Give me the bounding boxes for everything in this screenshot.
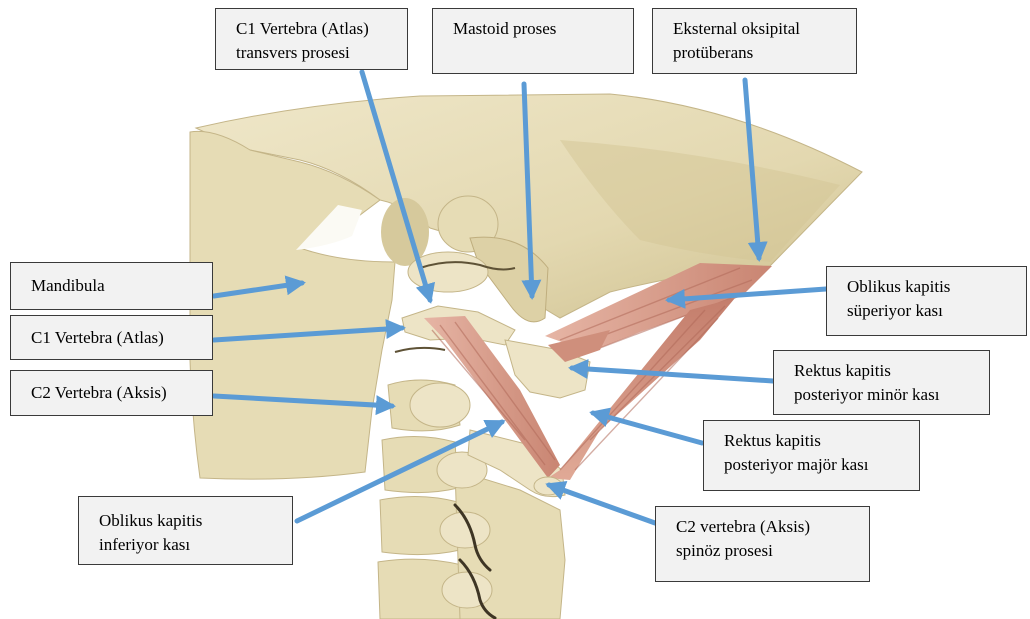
label-c1-vertebra: C1 Vertebra (Atlas): [10, 315, 213, 360]
arrow-c2-spinous-process: [549, 485, 655, 523]
label-c2-spinous-process: C2 vertebra (Aksis) spinöz prosesi: [655, 506, 870, 582]
label-rectus-minor-line2: posteriyor minör kası: [794, 383, 981, 407]
arrow-rectus-major: [593, 413, 702, 443]
axis-articular-process: [410, 383, 470, 427]
atlas-arch-line: [395, 348, 445, 352]
label-obliquus-inferior-line2: inferiyor kası: [99, 533, 284, 557]
label-eop-line2: protüberans: [673, 41, 848, 65]
label-mastoid-process-text: Mastoid proses: [453, 17, 625, 41]
label-rectus-major-line2: posteriyor majör kası: [724, 453, 911, 477]
label-mastoid-process: Mastoid proses: [432, 8, 634, 74]
label-c1-vertebra-text: C1 Vertebra (Atlas): [31, 326, 164, 350]
articular-pillar-c5: [442, 572, 492, 608]
label-c1-transverse-process-line1: C1 Vertebra (Atlas): [236, 17, 399, 41]
label-c2-vertebra-text: C2 Vertebra (Aksis): [31, 381, 167, 405]
label-mandible: Mandibula: [10, 262, 213, 310]
label-rectus-minor: Rektus kapitis posteriyor minör kası: [773, 350, 990, 415]
label-rectus-major-line1: Rektus kapitis: [724, 429, 911, 453]
label-c1-transverse-process-line2: transvers prosesi: [236, 41, 399, 65]
label-mandible-text: Mandibula: [31, 274, 105, 298]
label-c2-spinous-process-line1: C2 vertebra (Aksis): [676, 515, 861, 539]
arrow-rectus-minor: [572, 368, 773, 381]
label-obliquus-inferior: Oblikus kapitis inferiyor kası: [78, 496, 293, 565]
label-rectus-minor-line1: Rektus kapitis: [794, 359, 981, 383]
label-obliquus-superior-line1: Oblikus kapitis: [847, 275, 1018, 299]
label-obliquus-superior-line2: süperiyor kası: [847, 299, 1018, 323]
label-rectus-major: Rektus kapitis posteriyor majör kası: [703, 420, 920, 491]
label-external-occipital-protuberance: Eksternal oksipital protüberans: [652, 8, 857, 74]
label-eop-line1: Eksternal oksipital: [673, 17, 848, 41]
label-obliquus-superior: Oblikus kapitis süperiyor kası: [826, 266, 1027, 336]
label-obliquus-inferior-line1: Oblikus kapitis: [99, 509, 284, 533]
label-c2-spinous-process-line2: spinöz prosesi: [676, 539, 861, 563]
label-c1-transverse-process: C1 Vertebra (Atlas) transvers prosesi: [215, 8, 408, 70]
label-c2-vertebra: C2 Vertebra (Aksis): [10, 370, 213, 416]
